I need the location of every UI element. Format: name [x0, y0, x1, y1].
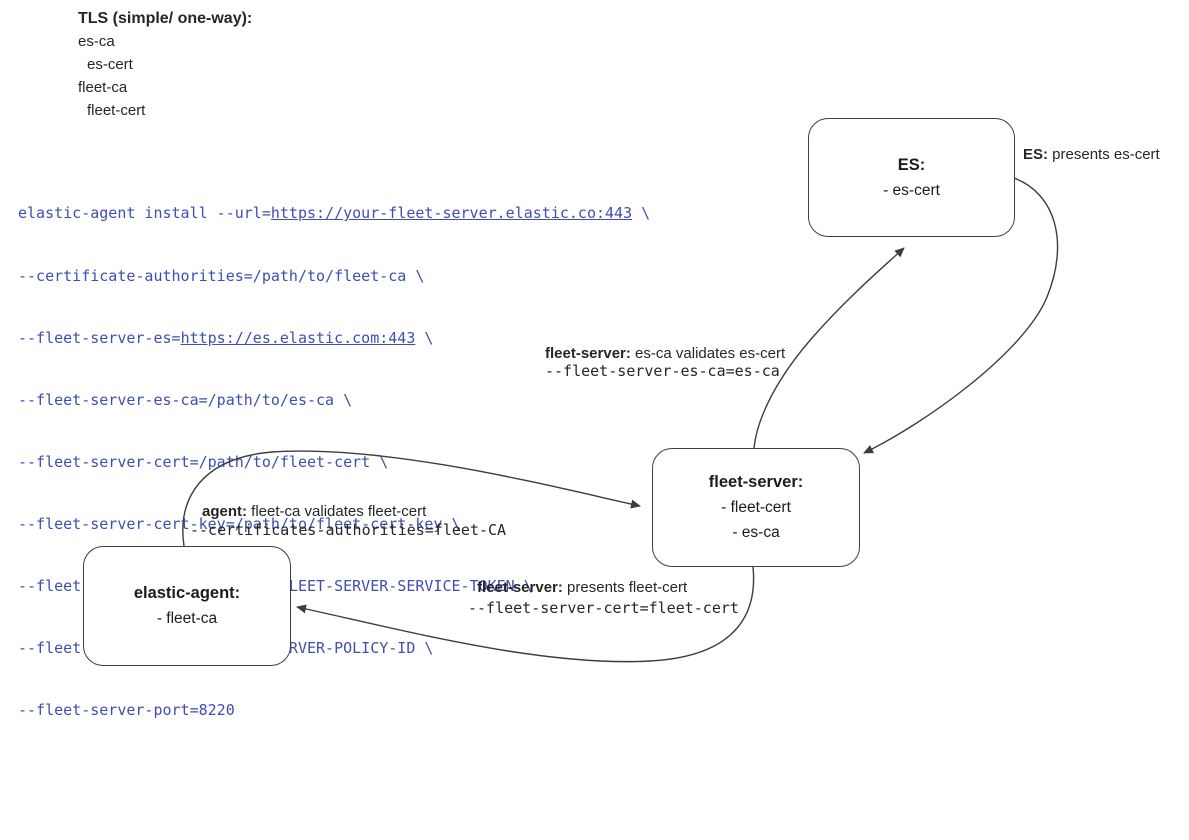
- legend-item-fleet-ca: fleet-ca: [78, 79, 128, 96]
- node-fleet-server: fleet-server: - fleet-cert - es-ca: [652, 448, 860, 567]
- command-text: elastic-agent install --url=: [18, 204, 271, 223]
- label-fleet-presents-text: presents fleet-cert: [562, 579, 688, 596]
- node-elastic-agent: elastic-agent: - fleet-ca: [83, 546, 291, 666]
- node-fleet-server-item: - fleet-cert: [721, 499, 791, 516]
- label-fleet-validates-text: es-ca validates es-cert: [630, 345, 786, 362]
- label-fleet-presents: fleet-server: presents fleet-cert: [477, 579, 687, 596]
- node-elastic-agent-title: elastic-agent:: [133, 584, 241, 602]
- command-line: --fleet-server-es=https://es.elastic.com…: [18, 328, 650, 349]
- fleet-server-url-link[interactable]: https://your-fleet-server.elastic.co:443: [270, 204, 633, 223]
- legend-item-fleet-cert: fleet-cert: [87, 102, 146, 119]
- legend-item-es-cert: es-cert: [87, 56, 133, 73]
- label-es-presents-text: presents es-cert: [1048, 146, 1160, 163]
- label-fleet-presents-bold: fleet-server:: [477, 579, 563, 596]
- node-es-title: ES:: [897, 155, 926, 174]
- command-text: \: [415, 328, 434, 347]
- label-es-presents: ES: presents es-cert: [1023, 146, 1160, 163]
- label-fleet-validates: fleet-server: es-ca validates es-cert: [545, 345, 785, 362]
- tls-legend: TLS (simple/ one-way): es-ca es-cert fle…: [78, 7, 252, 122]
- node-es-item: - es-cert: [883, 181, 940, 199]
- legend-item-es-ca: es-ca: [78, 33, 115, 50]
- command-line: --fleet-server-port=8220: [18, 701, 235, 720]
- command-line: --fleet-server-cert=/path/to/fleet-cert …: [18, 452, 389, 471]
- label-fleet-presents-code: --fleet-server-cert=fleet-cert: [468, 599, 739, 617]
- node-fleet-server-item: - es-ca: [732, 524, 780, 541]
- es-url-link[interactable]: https://es.elastic.com:443: [180, 328, 416, 347]
- command-line: --fleet-server-es-ca=/path/to/es-ca \: [18, 390, 353, 409]
- label-fleet-validates-bold: fleet-server:: [545, 345, 631, 362]
- label-agent-validates-text: fleet-ca validates fleet-cert: [247, 503, 427, 520]
- node-es: ES: - es-cert: [808, 118, 1015, 237]
- install-command-block: elastic-agent install --url=https://your…: [18, 162, 650, 762]
- node-fleet-server-title: fleet-server:: [708, 473, 804, 491]
- command-line: elastic-agent install --url=https://your…: [18, 203, 650, 224]
- label-es-presents-bold: ES:: [1023, 146, 1049, 163]
- command-text: --fleet-server-es=: [18, 328, 181, 347]
- node-elastic-agent-item: - fleet-ca: [156, 610, 218, 627]
- label-agent-validates: agent: fleet-ca validates fleet-cert: [202, 503, 426, 520]
- command-text: \: [632, 204, 651, 223]
- label-agent-validates-code: --certificates-authorities=fleet-CA: [190, 521, 507, 539]
- label-agent-validates-bold: agent:: [202, 503, 247, 520]
- command-line: --certificate-authorities=/path/to/fleet…: [18, 266, 425, 285]
- legend-title: TLS (simple/ one-way):: [78, 10, 253, 27]
- label-fleet-validates-code: --fleet-server-es-ca=es-ca: [545, 362, 780, 380]
